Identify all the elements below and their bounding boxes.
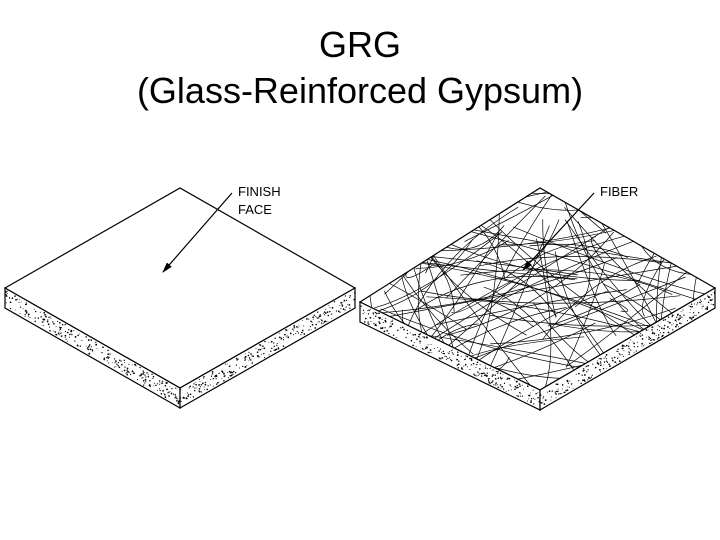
finish-face-right-edge bbox=[179, 286, 356, 410]
title-line-2: (Glass-Reinforced Gypsum) bbox=[136, 70, 584, 111]
fiber-label: FIBER bbox=[600, 184, 638, 199]
finish-face-leader-arrow bbox=[162, 192, 233, 273]
finish-face-label-line2: FACE bbox=[238, 202, 272, 217]
finish-face-panel bbox=[3, 187, 357, 410]
finish-face-label-line1: FINISH bbox=[238, 184, 281, 199]
fiber-leader-arrow bbox=[522, 192, 595, 271]
fiber-callout: FIBER bbox=[522, 184, 638, 271]
finish-face-top bbox=[3, 187, 357, 389]
slide-title: GRG (Glass-Reinforced Gypsum) bbox=[0, 22, 720, 114]
fiber-panel bbox=[358, 187, 717, 412]
finish-face-callout: FINISH FACE bbox=[162, 184, 281, 273]
edge-stipple bbox=[4, 290, 356, 405]
title-line-1: GRG bbox=[318, 24, 401, 65]
edge-stipple bbox=[359, 291, 715, 405]
